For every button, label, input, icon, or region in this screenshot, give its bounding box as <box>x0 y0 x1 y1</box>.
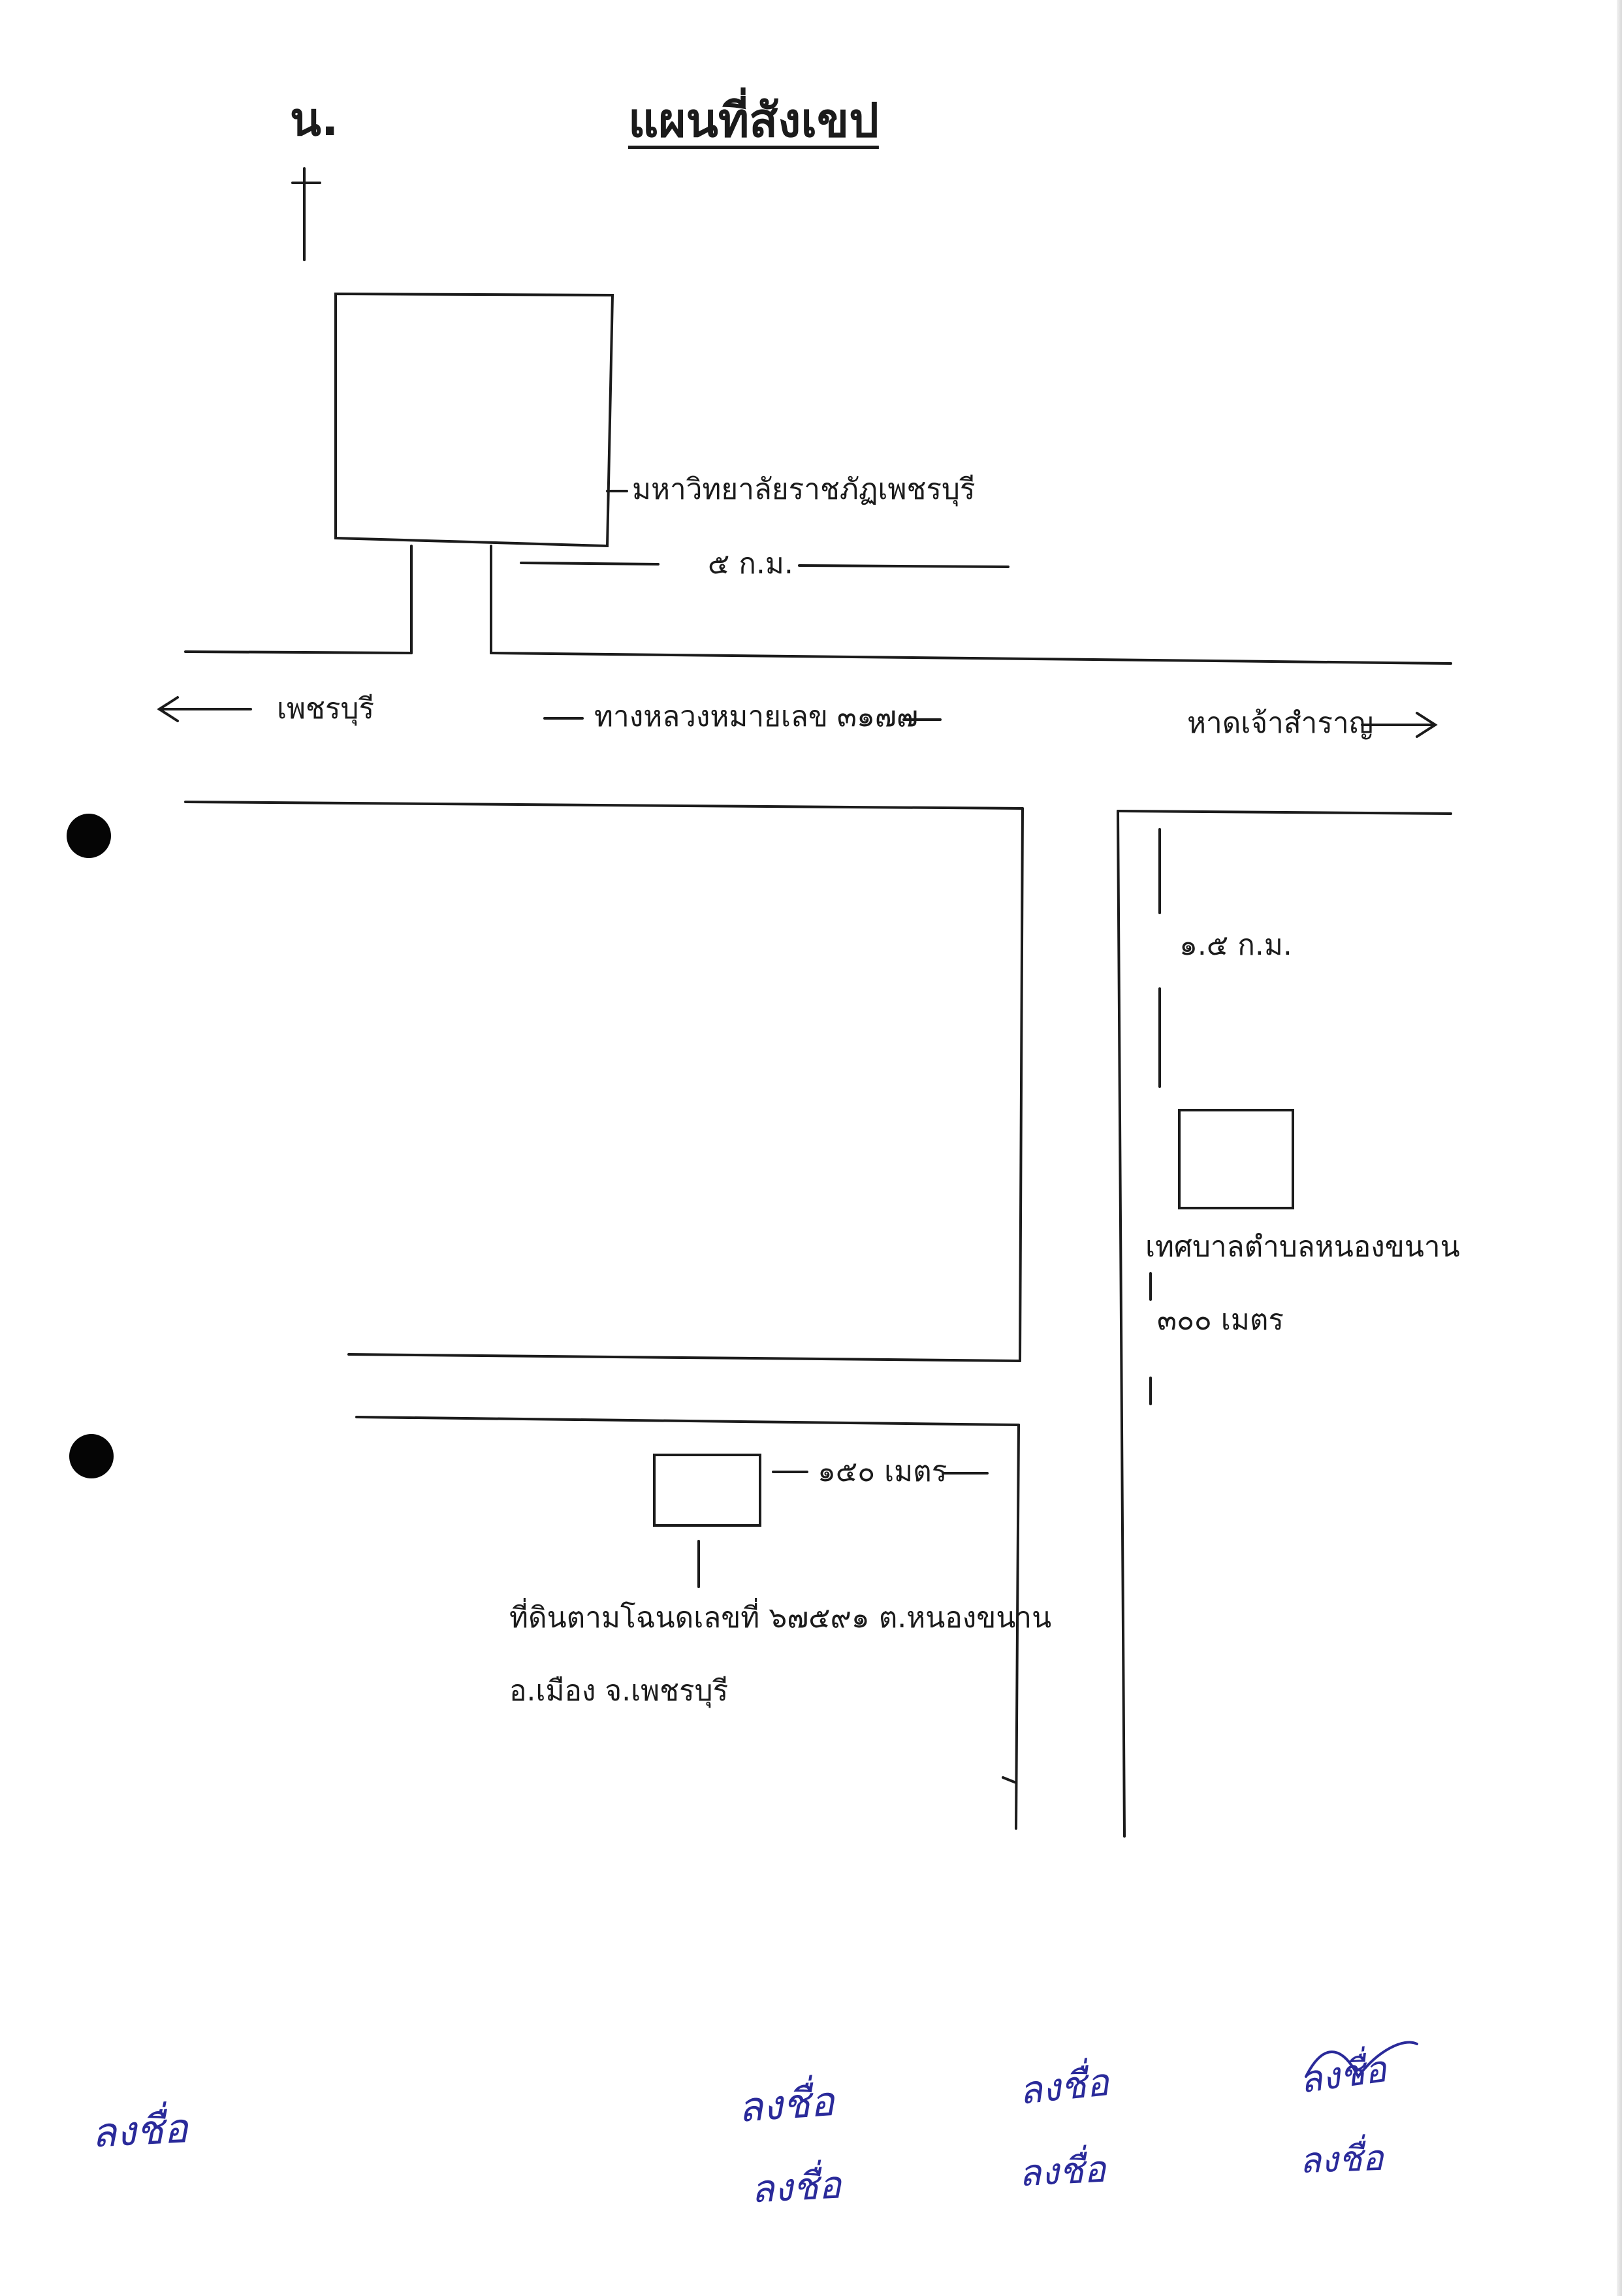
distance-300m-label: ๓๐๐ เมตร <box>1157 1303 1284 1337</box>
punch-hole-top <box>67 814 111 858</box>
to-beach-label: หาดเจ้าสำราญ <box>1187 707 1374 740</box>
signature-middle-4: ลงชื่อ <box>1017 2148 1107 2195</box>
signature-middle-3: ลงชื่อ <box>1016 2059 1111 2114</box>
distance-1-5km-label: ๑.๕ ก.ม. <box>1179 929 1292 962</box>
arrow-to-beach-head <box>1416 712 1438 738</box>
side-road-inner-bottom <box>347 1353 1021 1362</box>
university-label: มหาวิทยาลัยราชภัฏเพชรบุรี <box>632 473 976 506</box>
highway-label: ทางหลวงหมายเลข ๓๑๗๗ <box>594 700 919 733</box>
parcel-label-line1: ที่ดินตามโฉนดเลขที่ ๖๗๕๙๑ ต.หนองขนาน <box>509 1601 1052 1634</box>
municipality-building <box>1178 1109 1294 1209</box>
lower-road-east-edge <box>1015 1424 1020 1830</box>
map-title: แผนที่สังเขป <box>628 93 879 148</box>
to-phetchaburi-label: เพชรบุรี <box>277 692 375 725</box>
university-building <box>334 292 614 548</box>
lower-road-tick <box>1002 1776 1017 1784</box>
signature-left: ลงชื่อ <box>90 2104 189 2157</box>
north-label: น. <box>290 93 339 146</box>
signature-right-flourish <box>1305 2041 1418 2079</box>
highway-lower-edge-right <box>1117 810 1452 815</box>
land-parcel <box>653 1454 761 1527</box>
lower-road-top-edge <box>355 1416 1020 1426</box>
scan-edge <box>1617 0 1622 2296</box>
punch-hole-bottom <box>69 1434 114 1478</box>
arrow-to-phetchaburi-head <box>157 696 179 722</box>
distance-5km-label: ๕ ก.ม. <box>708 547 793 581</box>
branch-road-west-edge <box>1117 810 1126 1838</box>
highway-upper-edge-left <box>184 650 413 654</box>
highway-upper-edge-right <box>490 652 1452 665</box>
dim-5km-left <box>520 562 660 566</box>
highway-lower-edge-left <box>184 801 1024 810</box>
signature-right-2: ลงชื่อ <box>1298 2137 1384 2182</box>
signature-middle-2: ลงชื่อ <box>750 2162 842 2212</box>
signature-middle-1: ลงชื่อ <box>736 2077 836 2132</box>
distance-150m-label: ๑๕๐ เมตร <box>818 1455 947 1488</box>
side-road-east-edge <box>1019 807 1024 1362</box>
parcel-label-line2: อ.เมือง จ.เพชรบุรี <box>509 1674 729 1708</box>
municipality-label: เทศบาลตำบลหนองขนาน <box>1145 1230 1460 1264</box>
dim-5km-right <box>798 564 1010 568</box>
